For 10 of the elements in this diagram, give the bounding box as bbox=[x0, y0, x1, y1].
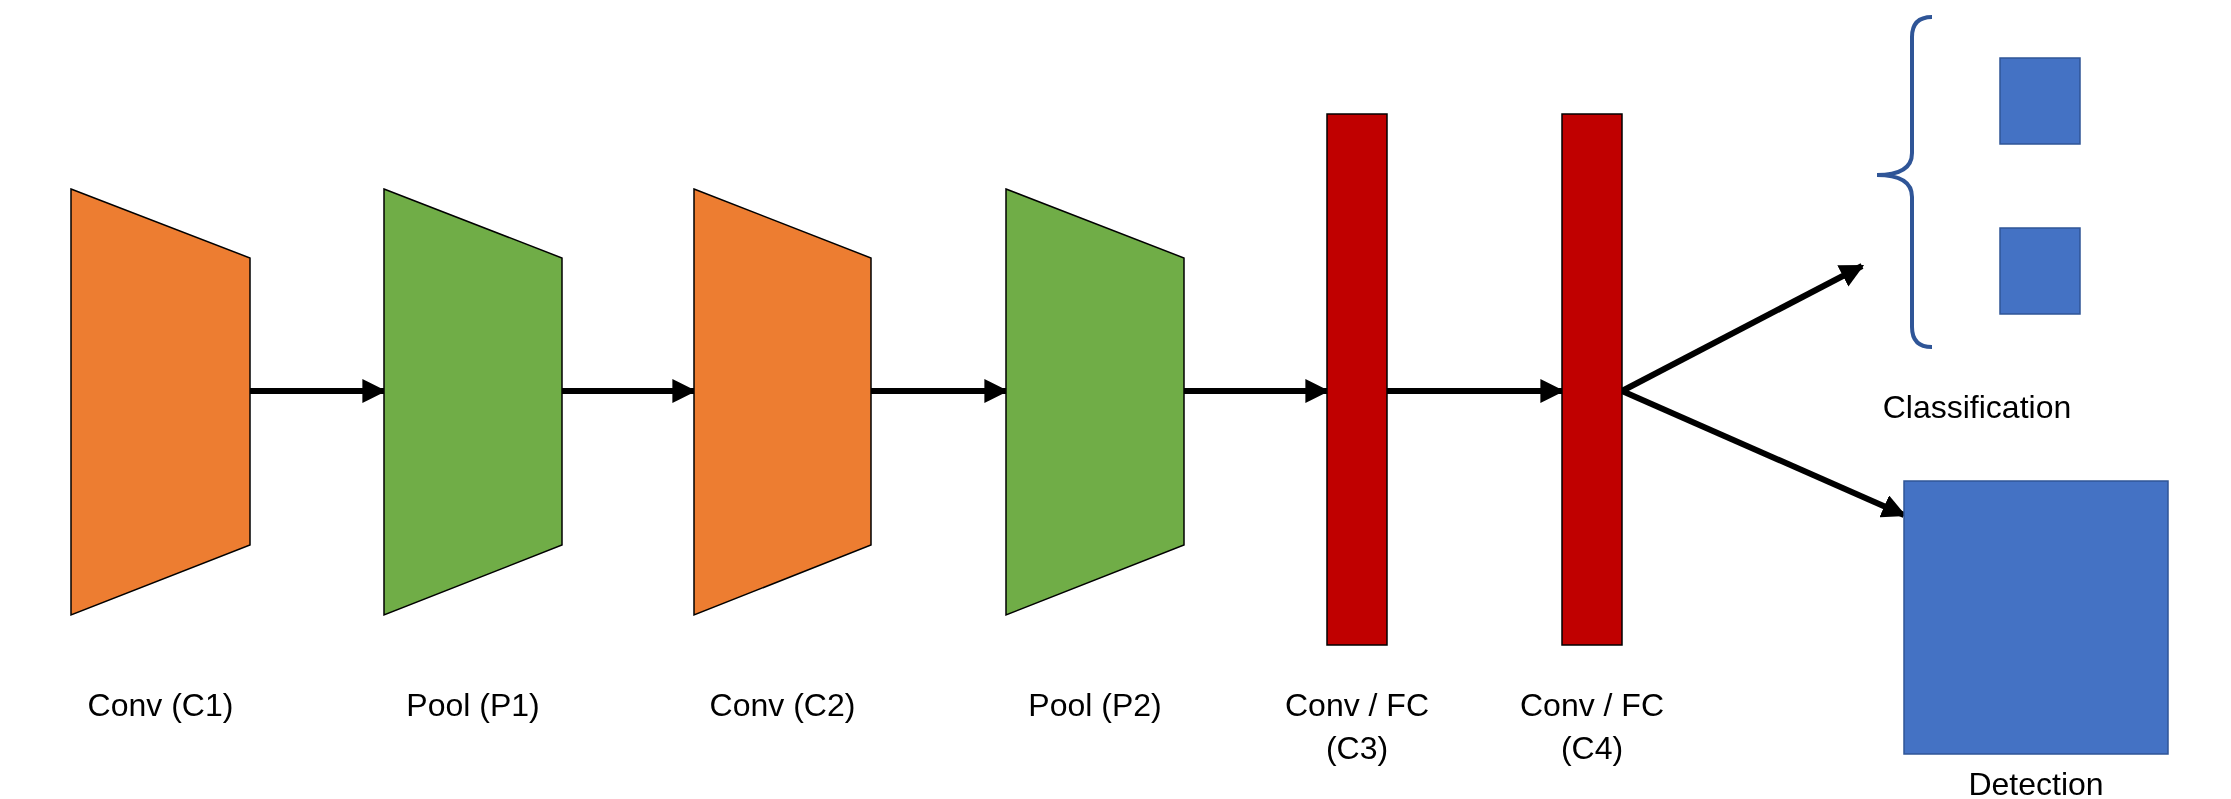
layer-label: Pool (P2) bbox=[1027, 686, 1163, 725]
layer-label: Conv (C1) bbox=[86, 686, 235, 725]
layer-label: Conv / FC (C3) bbox=[1284, 686, 1430, 768]
layer-label: Pool (P1) bbox=[405, 686, 541, 725]
layer-label: Conv (C2) bbox=[708, 686, 857, 725]
layer-label: Classification bbox=[1881, 388, 2073, 427]
output-box bbox=[2000, 228, 2080, 314]
layer-label: Conv / FC (C4) bbox=[1519, 686, 1665, 768]
output-box bbox=[2000, 58, 2080, 144]
layer-label: Detection bbox=[1967, 765, 2105, 799]
